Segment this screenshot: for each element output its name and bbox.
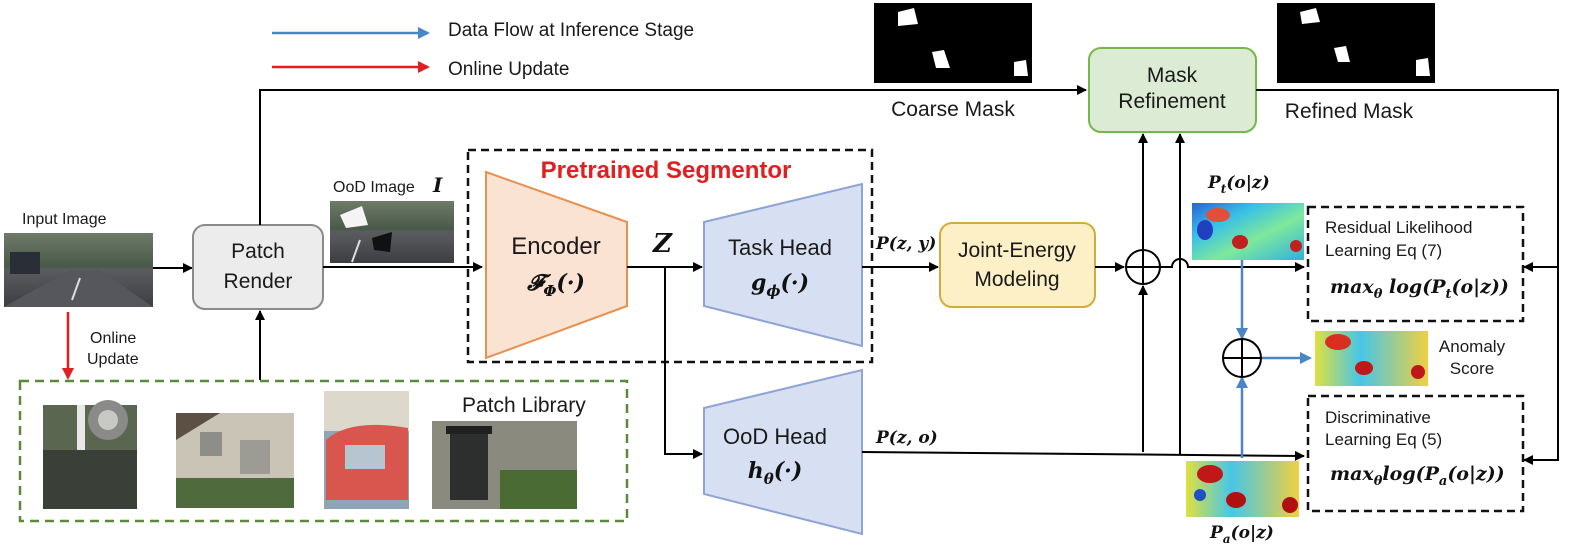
discriminative-learning-box: Discriminative Learning Eq (5) maxθlog(P… — [1306, 394, 1525, 513]
refined-mask-image — [1277, 3, 1435, 83]
online-update-label-1: Online — [90, 330, 136, 347]
coarse-mask-image — [874, 3, 1032, 83]
anomaly-heatmap — [1315, 331, 1428, 386]
encoder-label: Encoder — [511, 233, 600, 260]
arrow-z-to-ood-head — [664, 267, 703, 459]
ood-head-block: OoD Head hθ(·) — [703, 368, 863, 536]
encoder-formula: 𝓕Φ(·) — [526, 270, 585, 300]
patch-thumbnail-bin — [432, 421, 577, 509]
sum-node-lower — [1222, 338, 1262, 378]
pretrained-segmentor: Pretrained Segmentor — [466, 148, 874, 364]
mask-refinement-label-2: Refinement — [1118, 90, 1226, 113]
sum-node-upper — [1125, 249, 1161, 285]
patch-render-label-2: Render — [224, 270, 293, 293]
inference-flow-legend-label: Data Flow at Inference Stage — [448, 20, 694, 41]
patch-thumbnail-house — [176, 413, 294, 508]
residual-label-1: Residual Likelihood — [1325, 218, 1472, 237]
latent-z-symbol: Z — [652, 229, 673, 259]
task-head-formula: gϕ(·) — [751, 270, 809, 300]
task-head-label: Task Head — [728, 235, 832, 260]
p-z-o-label: P(z, o) — [875, 428, 938, 448]
pa-heatmap — [1186, 461, 1299, 517]
joint-energy-label-1: Joint-Energy — [958, 239, 1076, 262]
arrow-ood-head-to-discriminative-box — [861, 450, 1305, 461]
patch-thumbnail-wheel — [43, 400, 137, 509]
ood-image-symbol: I — [432, 173, 443, 197]
arrow-sum-to-residual-box — [1160, 258, 1305, 272]
pretrained-segmentor-title: Pretrained Segmentor — [541, 157, 792, 184]
ood-head-label: OoD Head — [723, 424, 827, 449]
ood-head-formula: hθ(·) — [748, 458, 803, 488]
patch-render-label-1: Patch — [231, 240, 285, 263]
mask-refinement-label-1: Mask — [1147, 64, 1198, 87]
online-update-label-2: Update — [87, 351, 139, 368]
encoder-block: Encoder 𝓕Φ(·) — [485, 170, 628, 360]
discriminative-label-2: Learning Eq (5) — [1325, 430, 1442, 449]
arrow-patch-render-to-mask-refinement — [259, 85, 1087, 225]
ood-image — [330, 201, 454, 263]
discriminative-label-1: Discriminative — [1325, 408, 1431, 427]
residual-label-2: Learning Eq (7) — [1325, 241, 1442, 260]
anomaly-score-label-1: Anomaly — [1439, 337, 1506, 356]
pa-label: Pa(o|z) — [1209, 523, 1274, 546]
patch-thumbnail-car — [324, 391, 409, 509]
refined-mask-label: Refined Mask — [1285, 100, 1414, 123]
patch-library: Patch Library — [18, 379, 629, 523]
mask-refinement-box: Mask Refinement — [1088, 47, 1257, 133]
joint-energy-label-2: Modeling — [974, 268, 1059, 291]
task-head-block: Task Head gϕ(·) — [703, 182, 863, 348]
discriminative-equation: maxθlog(Pa(o|z)) — [1330, 463, 1505, 489]
input-image — [4, 233, 153, 307]
anomaly-score-label-2: Score — [1450, 359, 1494, 378]
legend: Data Flow at Inference Stage Online Upda… — [272, 20, 694, 80]
input-image-label: Input Image — [22, 211, 107, 228]
patch-render-box: Patch Render — [192, 224, 324, 310]
pt-label: Pt(o|z) — [1207, 173, 1270, 196]
joint-energy-box: Joint-Energy Modeling — [939, 222, 1096, 308]
p-z-y-label: P(z, y) — [875, 234, 936, 254]
ood-image-label: OoD Image — [333, 179, 415, 196]
arrow-refinement-loop — [1256, 89, 1559, 465]
residual-equation: maxθ log(Pt(o|z)) — [1330, 276, 1509, 302]
pt-heatmap — [1192, 203, 1304, 260]
patch-library-title: Patch Library — [462, 394, 586, 417]
residual-likelihood-box: Residual Likelihood Learning Eq (7) maxθ… — [1306, 205, 1525, 323]
online-update-legend-label: Online Update — [448, 59, 569, 80]
coarse-mask-label: Coarse Mask — [891, 98, 1015, 121]
